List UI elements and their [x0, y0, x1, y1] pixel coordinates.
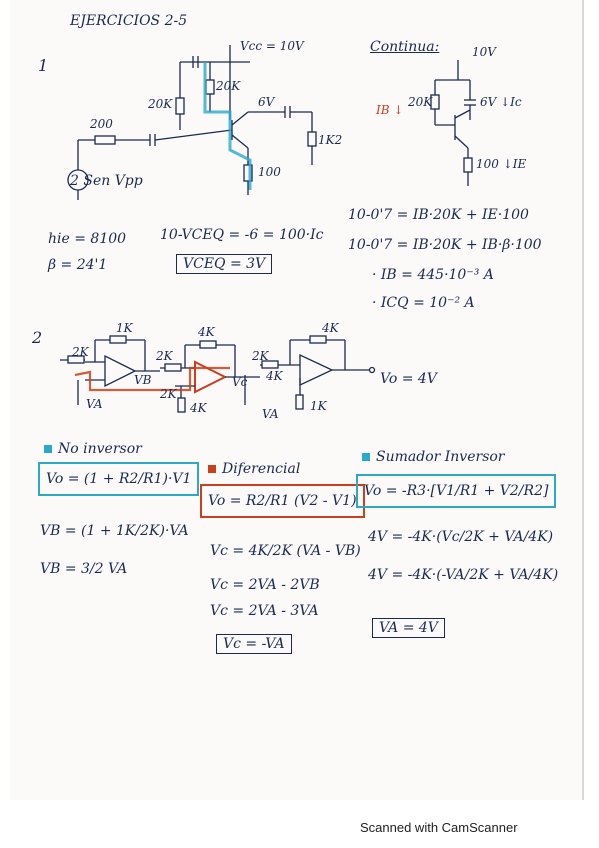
sum-step-1: 4V = -4K·(Vc/2K + VA/4K) — [368, 529, 554, 545]
red-bullet-icon — [208, 465, 216, 473]
dif-step-3: Vc = 2VA - 3VA — [210, 603, 319, 619]
r-2k-a-label: 2K — [72, 345, 89, 359]
vce-equation: 10-VCEQ = -6 = 100·Ic — [160, 227, 324, 243]
opamp-cascade — [60, 335, 376, 413]
cyan-bullet-icon — [362, 453, 370, 461]
va-b-label: VA — [262, 407, 279, 421]
r-2k-b-label: 2K — [156, 349, 173, 363]
cont-r-label: 20K — [408, 95, 433, 109]
no-inv-step-1: VB = (1 + 1K/2K)·VA — [40, 523, 189, 539]
source-label: 2 Sen Vpp — [70, 173, 143, 189]
ib-label: IB ↓ — [376, 103, 404, 117]
dif-step-2: Vc = 2VA - 2VB — [210, 577, 320, 593]
no-inv-step-2: VB = 3/2 VA — [40, 561, 128, 577]
r-4k-b-label: 4K — [322, 321, 339, 335]
vc-node-label: Vc — [232, 375, 248, 389]
equation-1: 10-0'7 = IB·20K + IE·100 — [348, 207, 529, 223]
exercise-2-number: 2 — [32, 328, 43, 347]
highlight-loop — [203, 62, 252, 190]
r-1k-label: 1K — [116, 321, 133, 335]
bjt-amplifier-circuit — [67, 45, 317, 200]
section-sumador-inversor: Sumador Inversor — [362, 450, 505, 464]
red-highlight — [74, 366, 230, 392]
sum-result: VA = 4V — [372, 618, 445, 638]
va-a-label: VA — [86, 397, 103, 411]
dif-result: Vc = -VA — [216, 634, 292, 654]
r-top-label: 20K — [216, 79, 241, 93]
vo-result-label: Vo = 4V — [380, 371, 437, 387]
r-emitter-label: 100 — [258, 165, 281, 179]
ib-result: · IB = 445·10⁻³ A — [372, 267, 494, 283]
vce-result: VCEQ = 3V — [176, 254, 273, 274]
no-inv-formula: Vo = (1 + R2/R1)·V1 — [38, 462, 200, 496]
opamp-1 — [104, 354, 137, 388]
cyan-bullet-icon — [44, 445, 52, 453]
cont-10v-label: 10V — [472, 45, 496, 59]
sum-step-2: 4V = -4K·(-VA/2K + VA/4K) — [368, 567, 559, 583]
section-no-inversor: No inversor — [44, 442, 142, 456]
r-2k-d-label: 2K — [160, 387, 177, 401]
r-4k-c-label: 4K — [266, 369, 283, 383]
beta-value: β = 24'1 — [48, 257, 108, 273]
r-2k-c-label: 2K — [252, 349, 269, 363]
r-load-label: 1K2 — [318, 133, 343, 147]
ic-result: · ICQ = 10⁻² A — [372, 295, 475, 311]
r-source-label: 200 — [90, 117, 113, 131]
sum-formula: Vo = -R3·[V1/R1 + V2/R2] — [356, 474, 557, 508]
r-1k-b-label: 1K — [310, 399, 327, 413]
dif-step-1: Vc = 4K/2K (VA - VB) — [210, 543, 361, 559]
continuation-title: Continua: — [370, 39, 440, 55]
dif-formula: Vo = R2/R1 (V2 - V1) — [200, 484, 365, 518]
scanner-watermark: Scanned with CamScanner — [360, 820, 518, 835]
vb-node-label: VB — [134, 373, 152, 387]
v6-label: 6V — [258, 95, 275, 109]
r-4k-d-label: 4K — [190, 401, 207, 415]
cont-6v-label: 6V ↓Ic — [480, 95, 522, 109]
r-4k-a-label: 4K — [198, 325, 215, 339]
section-diferencial: Diferencial — [208, 462, 300, 476]
hie-value: hie = 8100 — [48, 231, 127, 247]
opamp-2 — [194, 360, 228, 394]
continuation-circuit — [430, 60, 476, 186]
r-bias-label: 20K — [148, 97, 173, 111]
exercise-1-number: 1 — [38, 56, 49, 75]
page-heading: EJERCICIOS 2-5 — [70, 13, 188, 29]
equation-2: 10-0'7 = IB·20K + IB·β·100 — [348, 237, 542, 253]
opamp-3 — [299, 353, 334, 387]
cont-100-label: 100 ↓IE — [476, 157, 527, 171]
vcc-label: Vcc = 10V — [240, 39, 304, 53]
